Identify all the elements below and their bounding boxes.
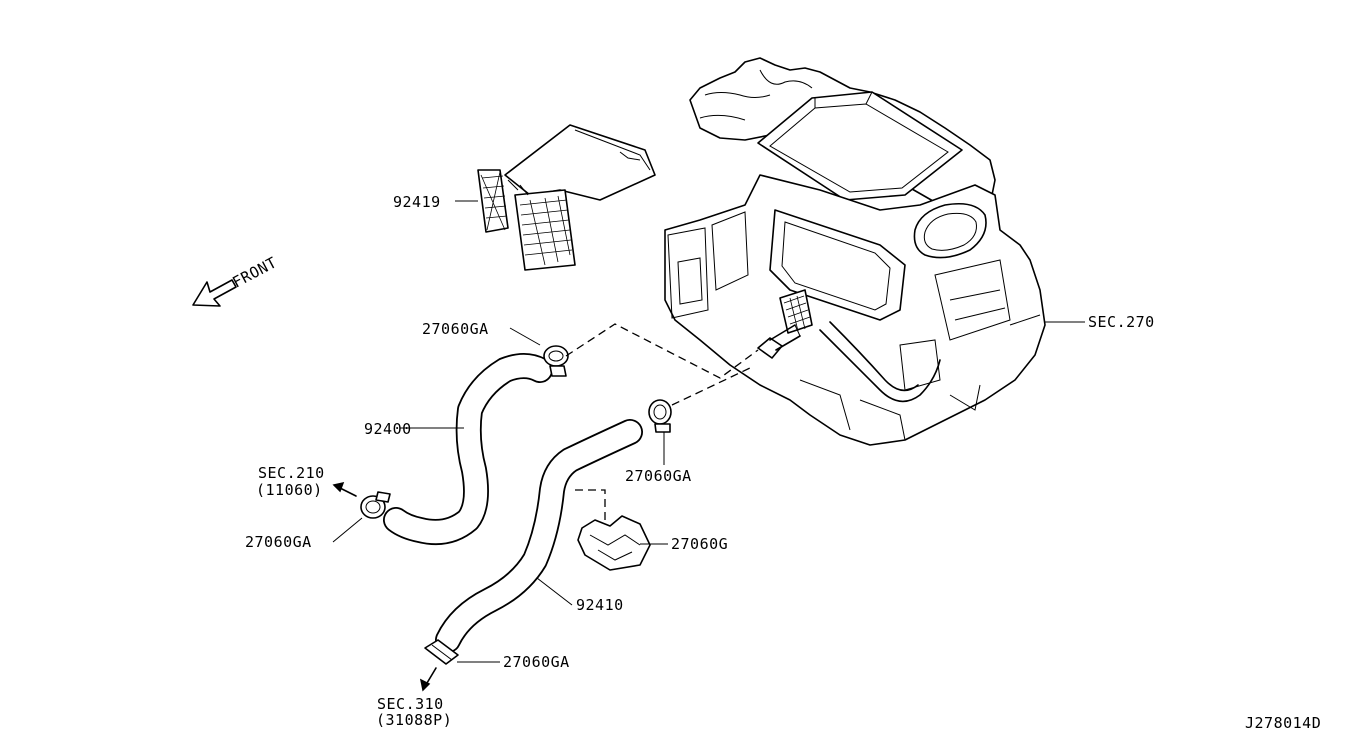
bracket-27060g bbox=[575, 489, 668, 571]
hose-92400 bbox=[383, 353, 553, 545]
sec210-ref-line1: SEC.210 bbox=[258, 464, 325, 482]
heater-unit-assembly bbox=[664, 57, 1085, 446]
label-27060ga-bottom: 27060GA bbox=[503, 653, 570, 671]
sec310-ref-line1: SEC.310 bbox=[377, 695, 444, 713]
hose-92410 bbox=[435, 419, 643, 653]
sec210-arrow-icon bbox=[332, 481, 357, 497]
label-27060ga-mid: 27060GA bbox=[625, 467, 692, 485]
label-27060ga-left: 27060GA bbox=[245, 533, 312, 551]
label-sec270: SEC.270 bbox=[1088, 313, 1155, 331]
label-27060ga-top: 27060GA bbox=[422, 320, 489, 338]
duct-part-92419 bbox=[455, 124, 656, 271]
clamp-bottom bbox=[424, 639, 500, 665]
label-27060g: 27060G bbox=[671, 535, 728, 553]
front-arrow-icon: FRONT bbox=[192, 253, 280, 307]
label-92410: 92410 bbox=[576, 596, 624, 614]
clamp-left bbox=[332, 491, 391, 543]
clamp-mid bbox=[648, 399, 672, 465]
drawing-id: J278014D bbox=[1245, 714, 1321, 732]
connection-guides bbox=[565, 323, 759, 406]
clamp-top bbox=[509, 327, 569, 377]
sec210-ref-line2: (11060) bbox=[256, 481, 323, 499]
label-92400: 92400 bbox=[364, 420, 412, 438]
heater-core-hatch bbox=[779, 289, 813, 334]
sec310-arrow-icon bbox=[419, 667, 437, 692]
front-label: FRONT bbox=[229, 253, 280, 291]
label-92419: 92419 bbox=[393, 193, 441, 211]
sec310-ref-line2: (31088P) bbox=[376, 711, 452, 729]
